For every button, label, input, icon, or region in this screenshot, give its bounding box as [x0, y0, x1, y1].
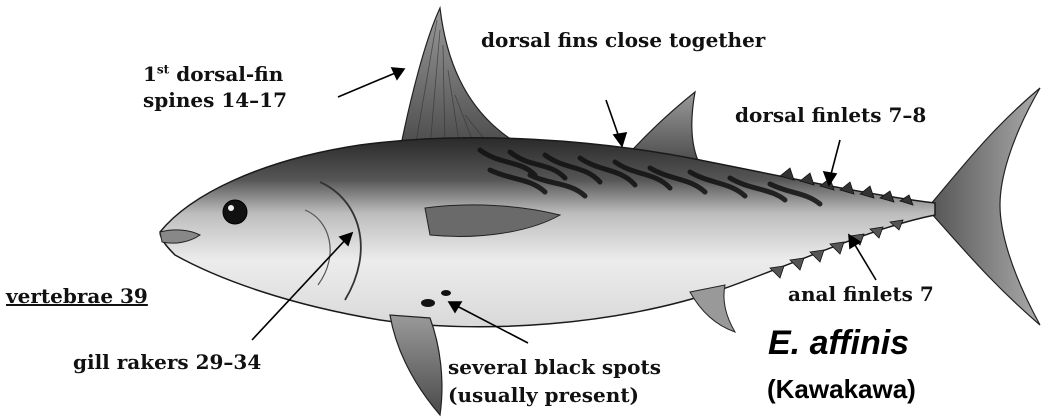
label-vertebrae: vertebrae 39: [6, 284, 148, 308]
pointer-dorsal-finlets: [830, 140, 840, 178]
label-dorsal-spines-line1: dorsal-fin: [176, 62, 283, 86]
label-dorsal-spines-sup: st: [157, 62, 169, 76]
label-anal-finlets: anal finlets 7: [788, 282, 934, 306]
label-black-spots: several black spots: [448, 355, 661, 379]
label-gill-rakers: gill rakers 29–34: [73, 350, 261, 374]
label-black-spots-note: (usually present): [448, 383, 639, 407]
label-dorsal-spines-ordinal: 1: [143, 62, 157, 86]
label-dorsal-fin-spines-count: spines 14–17: [143, 88, 287, 112]
anal-fin: [690, 285, 735, 332]
species-common-name: (Kawakawa): [767, 374, 916, 405]
label-dorsal-finlets: dorsal finlets 7–8: [735, 103, 926, 127]
fish-eye: [223, 200, 247, 224]
pointer-anal-finlets: [852, 240, 876, 280]
black-spot: [421, 299, 435, 307]
black-spot: [441, 290, 451, 296]
species-scientific-name: E. affinis: [768, 324, 909, 363]
label-dorsal-fin-spines: 1st dorsal-fin: [143, 62, 283, 86]
pelvic-fin: [390, 315, 442, 415]
label-dorsal-fins-close: dorsal fins close together: [481, 28, 765, 52]
caudal-fin: [930, 88, 1040, 325]
pointer-dorsal-spines: [338, 71, 400, 97]
